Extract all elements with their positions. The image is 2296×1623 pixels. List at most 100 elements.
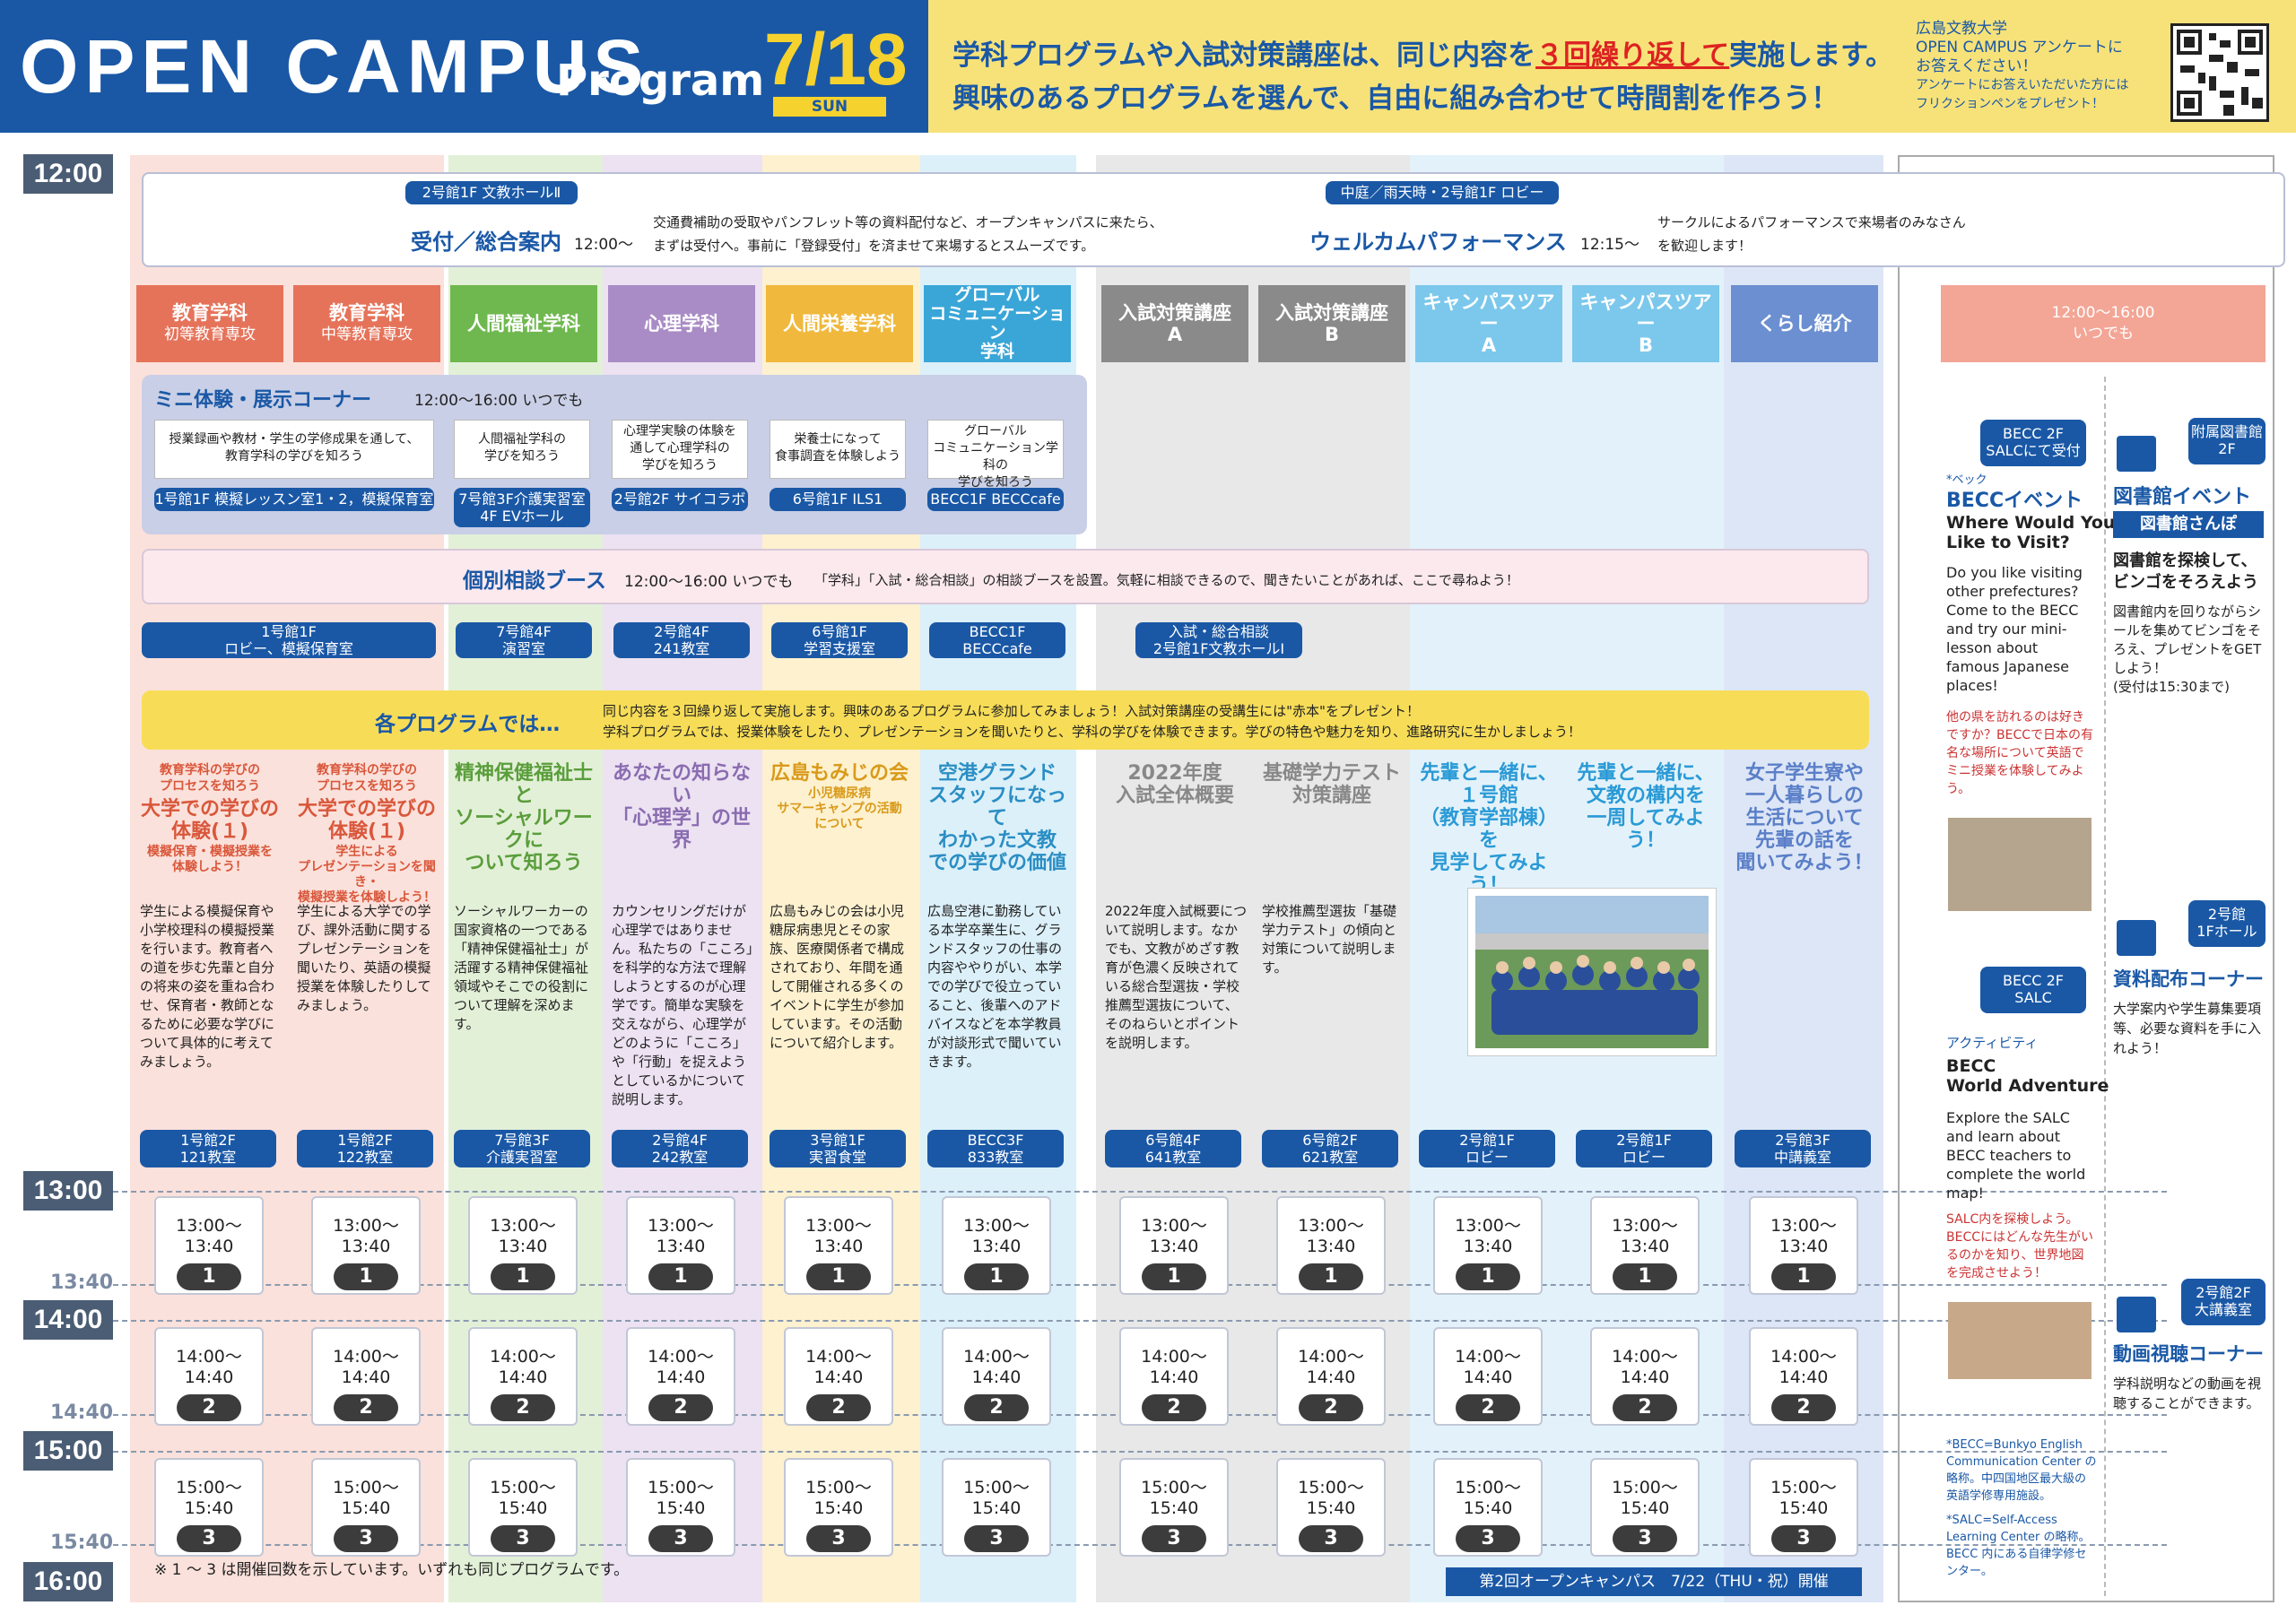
documents-title: 資料配布コーナー (2113, 968, 2264, 990)
consultation-booth-description: 「学科」「入試・総合相談」の相談ブースを設置。気軽に相談できるので、聞きたいこと… (814, 572, 1519, 588)
welcome-time: 12:15〜 (1580, 236, 1639, 254)
mini-corner-time: 12:00〜16:00 いつでも (414, 392, 584, 410)
session-time: 13:00〜13:40 (1612, 1216, 1678, 1256)
reception-time: 12:00〜 (574, 236, 633, 254)
program-description: 広島もみじの会は小児糖尿病患児とその家族、医療関係者で構成されており、年間を通し… (770, 903, 905, 1051)
footnote: ※ 1 〜 3 は開催回数を示しています。いずれも同じプログラムです。 (154, 1561, 630, 1579)
program-pre-title: 教育学科の学びの プロセスを知ろう (317, 763, 417, 794)
column-header-welfare: 人間福祉学科 (450, 285, 597, 362)
becc-event-tag: BECC 2F SALCにて受付 (1980, 420, 2086, 466)
becc-event-title: BECCイベント (1946, 490, 2083, 512)
mini-place-welfare: 7号館3F介護実習室 4F EVホール (454, 488, 590, 527)
session-number-badge: 3 (334, 1525, 398, 1552)
session-time: 14:00〜14:40 (1770, 1347, 1837, 1387)
column-header-tour-a: キャンパスツアー A (1415, 285, 1562, 362)
time-label-1600: 16:00 (23, 1562, 113, 1601)
time-label-1500: 15:00 (23, 1431, 113, 1471)
column-header-exam-a: 入試対策講座 A (1101, 285, 1248, 362)
session-time: 13:00〜13:40 (963, 1216, 1030, 1256)
qr-code-icon (2177, 30, 2263, 116)
mini-place-nutrition: 6号館1F ILS1 (770, 488, 906, 511)
session-number-badge: 3 (1299, 1525, 1363, 1552)
becc-event-en-title: Where Would You Like to Visit? (1946, 513, 2116, 552)
session-time: 15:00〜15:40 (648, 1478, 714, 1518)
consultation-booth-row (142, 549, 1869, 604)
qr-code[interactable] (2170, 23, 2269, 122)
program-location-tag: 3号館1F 実習食堂 (770, 1130, 906, 1167)
program-location-tag: 2号館1F ロビー (1576, 1130, 1712, 1167)
column-header-life: くらし紹介 (1731, 285, 1878, 362)
session-time: 15:00〜15:40 (1141, 1478, 1207, 1518)
becc-event-jp-text: 他の県を訪れるのは好きですか？BECCで日本の有名な場所について英語でミニ授業を… (1946, 710, 2094, 796)
session-time: 13:00〜13:40 (1455, 1216, 1521, 1256)
session-time: 14:00〜14:40 (1298, 1347, 1364, 1387)
video-corner-text: 学科説明などの動画を視聴することができます。 (2113, 1376, 2262, 1411)
session-time: 13:00〜13:40 (176, 1216, 242, 1256)
session-slot[interactable]: 15:00〜15:40 3 (626, 1458, 735, 1557)
program-description: カウンセリングだけが心理学ではありません。私たちの「こころ」を科学的な方法で理解… (612, 903, 753, 1107)
session-time: 15:00〜15:40 (963, 1478, 1030, 1518)
mini-item-psychology: 心理学実験の体験を 通して心理学科の 学びを知ろう (612, 420, 748, 479)
library-event-tag: 附属図書館 2F (2188, 418, 2266, 464)
session-number-badge: 3 (1613, 1525, 1677, 1552)
session-time: 13:00〜13:40 (648, 1216, 714, 1256)
program-location-tag: 6号館2F 621教室 (1262, 1130, 1398, 1167)
page-title: OPEN CAMPUS (20, 24, 650, 108)
session-time: 13:00〜13:40 (490, 1216, 556, 1256)
reception-location-tag: 2号館1F 文教ホールⅡ (405, 181, 578, 204)
video-icon (2117, 1297, 2156, 1332)
becc-footnote: *BECC=Bunkyo English Communication Cente… (1946, 1438, 2097, 1503)
time-label-1400: 14:00 (23, 1300, 113, 1340)
session-number-badge: 1 (1613, 1263, 1677, 1290)
program-post-title: 模擬保育・模擬授業を 体験しよう！ (147, 845, 273, 874)
session-slot[interactable]: 14:00〜14:40 2 (1276, 1327, 1386, 1426)
mini-corner-title: ミニ体験・展示コーナー (154, 389, 372, 412)
session-time: 14:00〜14:40 (1612, 1347, 1678, 1387)
session-slot[interactable]: 13:00〜13:40 1 (1590, 1196, 1700, 1295)
time-label-1340: 13:40 (49, 1271, 113, 1294)
session-number-badge: 2 (1299, 1394, 1363, 1421)
column-header-psychology: 心理学科 (608, 285, 755, 362)
column-header-education-elementary: 教育学科初等教育専攻 (136, 285, 283, 362)
program-title: 女子学生寮や 一人暮らしの 生活について 先輩の話を 聞いてみよう！ (1735, 762, 1874, 874)
session-time: 14:00〜14:40 (805, 1347, 872, 1387)
session-time: 13:00〜13:40 (333, 1216, 399, 1256)
program-title: あなたの知らない 「心理学」の世界 (612, 762, 751, 852)
session-number-badge: 3 (648, 1525, 713, 1552)
time-label-1540: 15:40 (49, 1532, 113, 1554)
time-line (113, 1320, 2167, 1322)
program-title: 空港グランド スタッフになって わかった文教 での学びの価値 (927, 762, 1066, 874)
campus-tour-photo (1467, 888, 1717, 1056)
